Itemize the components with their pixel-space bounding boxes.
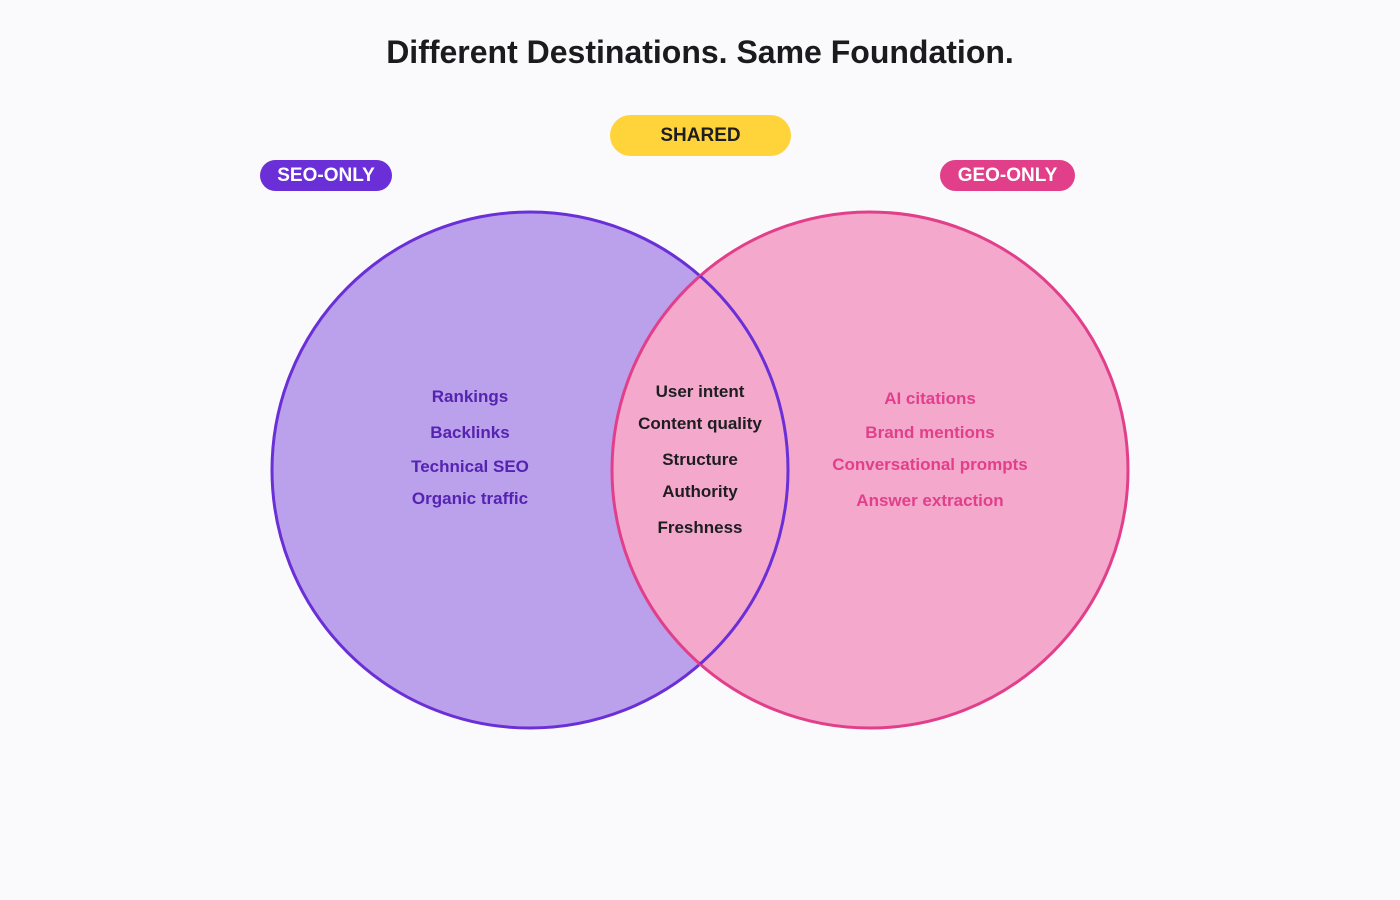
geo-item: Conversational prompts [832, 455, 1028, 474]
shared-item: Authority [662, 482, 738, 501]
geo-circle [610, 210, 1130, 730]
seo-item: Organic traffic [411, 489, 529, 508]
geo-item: Answer extraction [856, 491, 1004, 510]
shared-item: User intent [655, 382, 745, 401]
shared-item: Freshness [657, 518, 743, 537]
geo-only-label: GEO-ONLY [940, 160, 1075, 191]
shared-item: Structure [662, 450, 738, 469]
geo-item: Brand mentions [865, 423, 995, 442]
geo-item: AI citations [884, 389, 976, 408]
seo-item: Technical SEO [411, 457, 529, 476]
seo-circle-overlap-outline [612, 212, 790, 728]
seo-item: Rankings [431, 387, 509, 406]
shared-item: Content quality [638, 414, 762, 433]
seo-item: Backlinks [430, 423, 510, 442]
seo-only-label: SEO-ONLY [260, 160, 392, 191]
diagram-title: Different Destinations. Same Foundation. [386, 34, 1014, 70]
shared-label: SHARED [610, 115, 791, 156]
